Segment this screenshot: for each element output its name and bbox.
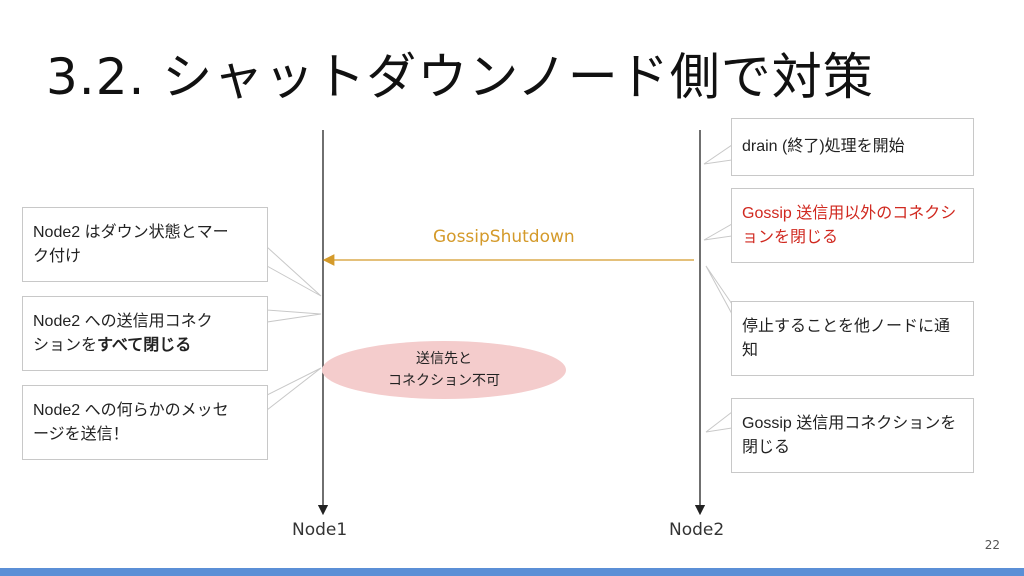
note-mark-down: Node2 はダウン状態とマーク付け [22,207,268,282]
message-label: GossipShutdown [433,227,575,247]
footer-bar [0,568,1024,576]
note-notify-others-text: 停止することを他ノードに通知 [742,317,951,359]
note-send-message-text: Node2 への何らかのメッセージを送信！ [33,401,229,443]
note-drain: drain (終了)処理を開始 [731,118,974,176]
error-bubble-line1: 送信先と [416,351,472,367]
note-drain-text: drain (終了)処理を開始 [742,138,905,155]
callout-pointer-left-3 [266,367,322,412]
callout-pointer-left-1 [266,245,322,297]
error-bubble [322,341,566,399]
callout-pointer-right-1 [703,144,733,165]
page-title: 3.2. シャットダウンノード側で対策 [46,48,874,106]
page-number: 22 [984,538,1000,552]
note-close-connections-text: Node2 への送信用コネク ションを [33,312,213,354]
note-close-gossip: Gossip 送信用コネクションを閉じる [731,398,974,473]
node2-label: Node2 [669,520,725,540]
note-close-connections-bold: すべて閉じる [97,336,192,354]
note-close-non-gossip-text: Gossip 送信用以外のコネクションを閉じる [742,204,957,246]
callout-pointer-right-2 [703,223,733,241]
note-notify-others: 停止することを他ノードに通知 [731,301,974,376]
error-bubble-text: 送信先と コネクション不可 [322,340,566,400]
note-mark-down-text: Node2 はダウン状態とマーク付け [33,223,229,265]
note-send-message: Node2 への何らかのメッセージを送信！ [22,385,268,460]
node1-label: Node1 [292,520,348,540]
error-bubble-line2: コネクション不可 [388,373,500,389]
callout-pointer-right-4 [705,410,733,433]
callout-pointer-right-3 [705,265,733,315]
note-close-connections: Node2 への送信用コネク ションをすべて閉じる [22,296,268,371]
callout-pointer-left-2 [266,309,322,323]
note-close-gossip-text: Gossip 送信用コネクションを閉じる [742,414,957,456]
note-close-non-gossip: Gossip 送信用以外のコネクションを閉じる [731,188,974,263]
